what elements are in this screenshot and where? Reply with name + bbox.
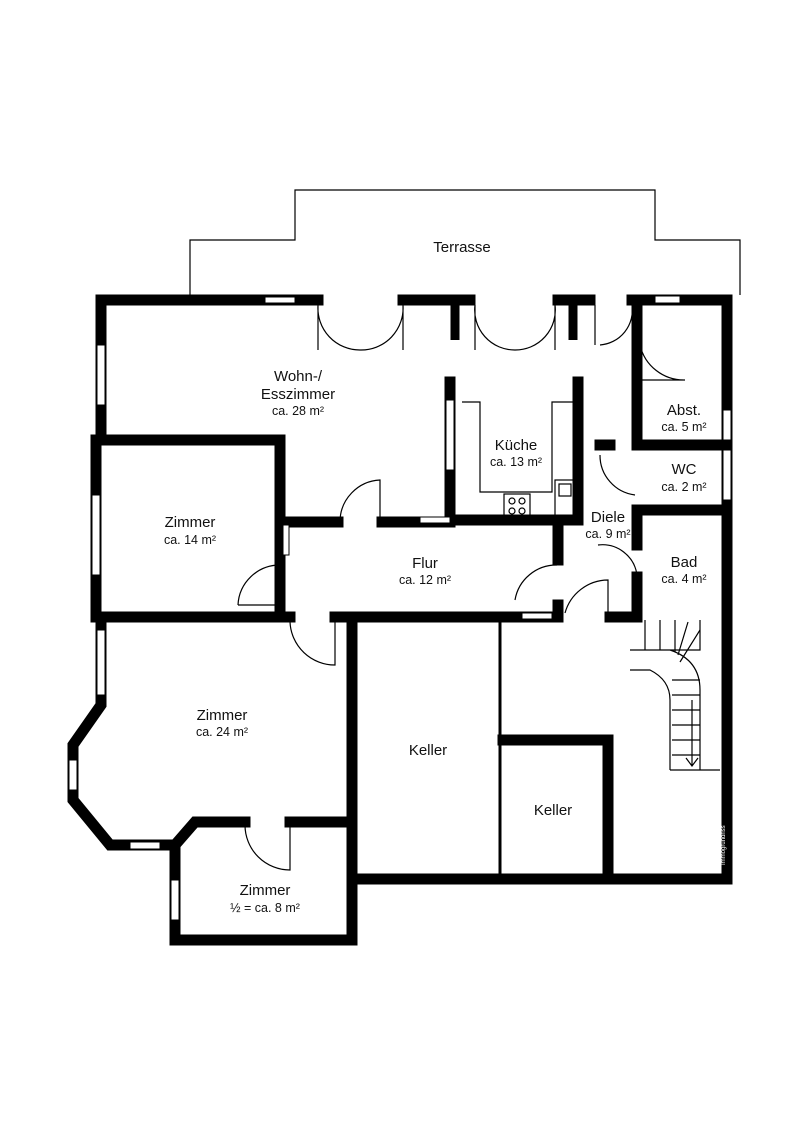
room-area: ca. 2 m² [661,480,706,494]
room-area: ca. 28 m² [272,404,324,418]
room-label: Esszimmer [261,386,335,403]
watermark: Immogrundriss [721,825,727,865]
room-area: ca. 5 m² [661,420,706,434]
staircase [630,620,720,771]
room-area: ca. 12 m² [399,573,451,587]
room-label: Keller [534,802,572,819]
room-label: Wohn-/ [274,368,323,385]
room-label: Flur [412,555,438,572]
room-label: Zimmer [165,514,216,531]
room-label: Abst. [667,402,701,419]
room-area: ca. 14 m² [164,533,216,547]
room-label: Bad [671,554,698,571]
terrace-outline [189,189,741,295]
kitchen-counter [462,401,578,519]
windows [68,295,732,921]
room-label: Küche [495,437,538,454]
room-label: Zimmer [240,882,291,899]
room-label: Terrasse [433,239,491,256]
interior-walls [90,299,728,880]
room-area: ca. 9 m² [585,527,630,541]
room-area: ca. 4 m² [661,572,706,586]
doors [237,304,686,871]
room-label: Diele [591,509,625,526]
exterior-walls [67,294,733,946]
room-area: ca. 13 m² [490,455,542,469]
room-label: Zimmer [197,707,248,724]
room-area: ca. 24 m² [196,725,248,739]
room-area: ½ = ca. 8 m² [230,901,300,915]
room-label: WC [672,461,697,478]
room-label: Keller [409,742,447,759]
